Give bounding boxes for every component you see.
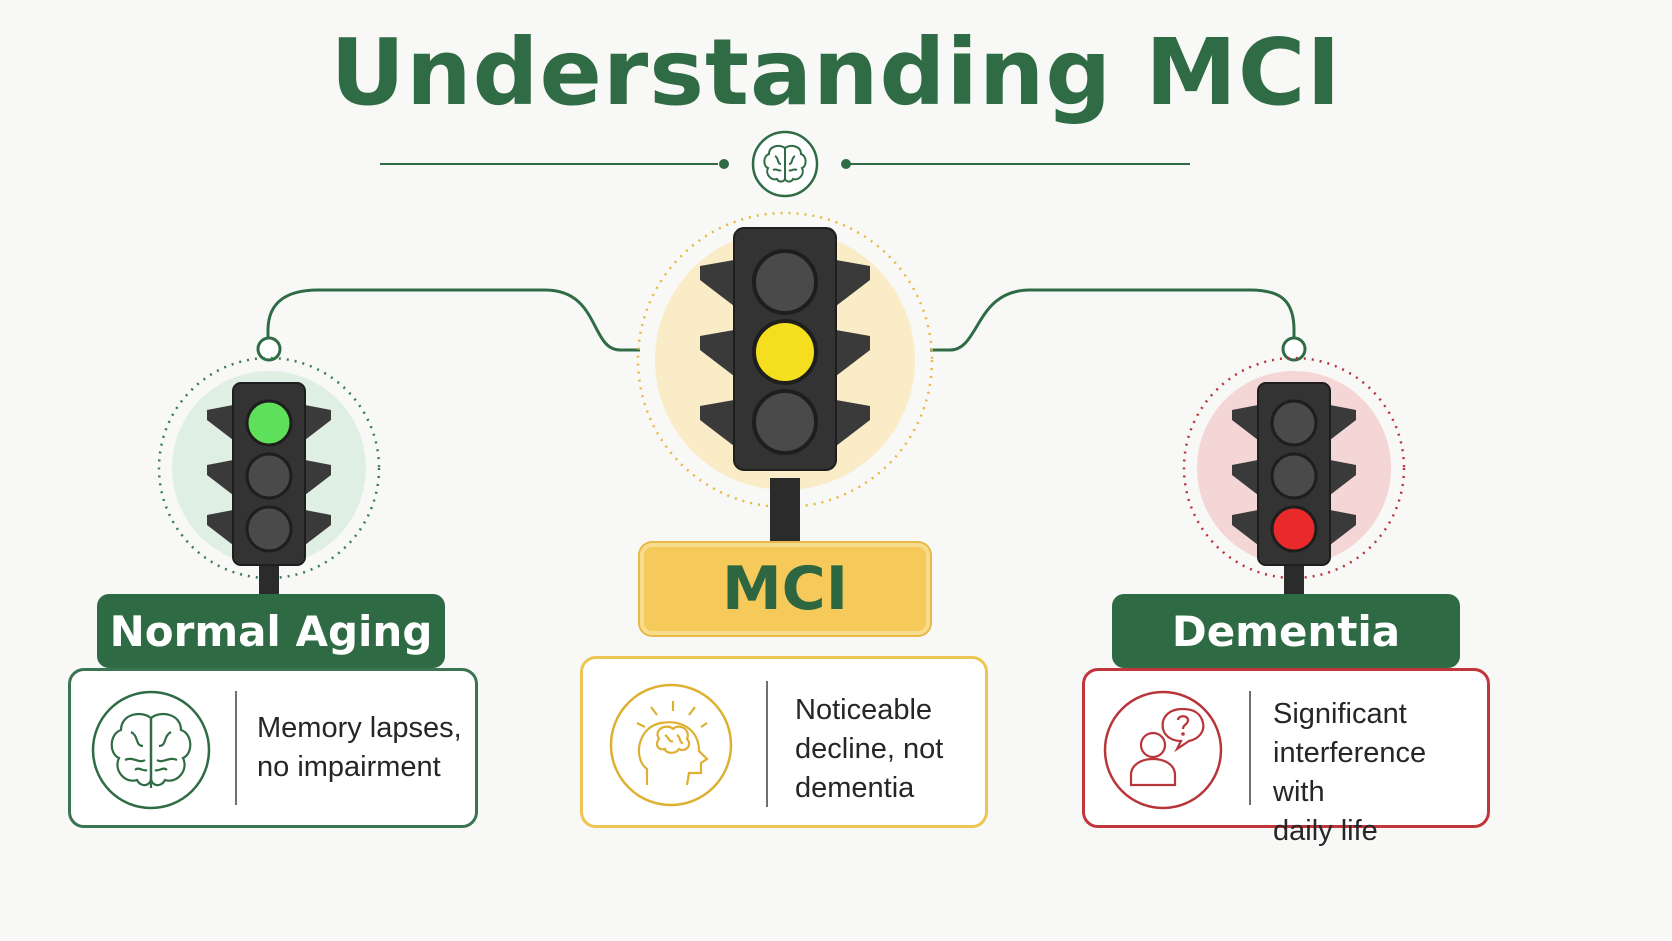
traffic-light-normal <box>207 382 331 600</box>
halo-ring-normal <box>157 356 381 580</box>
description-line: daily life <box>1273 815 1378 847</box>
card-description: Significant interference with daily life <box>1273 695 1485 851</box>
card-description: Noticeable decline, not dementia <box>795 691 985 808</box>
card-divider <box>1249 691 1251 805</box>
traffic-light-mci <box>700 227 870 543</box>
description-line: interference with <box>1273 737 1427 808</box>
description-line: decline, not <box>795 733 944 765</box>
brain-icon <box>91 690 211 810</box>
halo-ring-mci <box>636 211 934 509</box>
card-normal-aging: Memory lapses, no impairment <box>68 668 478 828</box>
connector-left <box>266 288 640 352</box>
description-line: dementia <box>795 772 915 804</box>
card-description: Memory lapses, no impairment <box>257 709 467 787</box>
connector-node-right <box>1281 336 1307 362</box>
card-divider <box>235 691 237 805</box>
description-line: Memory lapses, <box>257 712 462 744</box>
label-mci: MCI <box>640 543 930 635</box>
card-dementia: Significant interference with daily life <box>1082 668 1490 847</box>
halo-ring-dementia <box>1182 356 1406 580</box>
page-title: Understanding MCI <box>330 19 1342 126</box>
head-brain-icon <box>609 683 733 807</box>
connector-node-left <box>256 336 282 362</box>
brain-icon <box>763 145 807 183</box>
description-line: Significant <box>1273 698 1407 730</box>
description-line: no impairment <box>257 751 441 783</box>
traffic-light-dementia <box>1232 382 1356 600</box>
card-mci: Noticeable decline, not dementia <box>580 656 988 828</box>
person-question-icon <box>1103 690 1223 810</box>
connector-right <box>930 288 1296 352</box>
label-normal-aging: Normal Aging <box>97 594 445 668</box>
label-dementia: Dementia <box>1112 594 1460 668</box>
description-line: Noticeable <box>795 694 933 726</box>
card-divider <box>766 681 768 807</box>
